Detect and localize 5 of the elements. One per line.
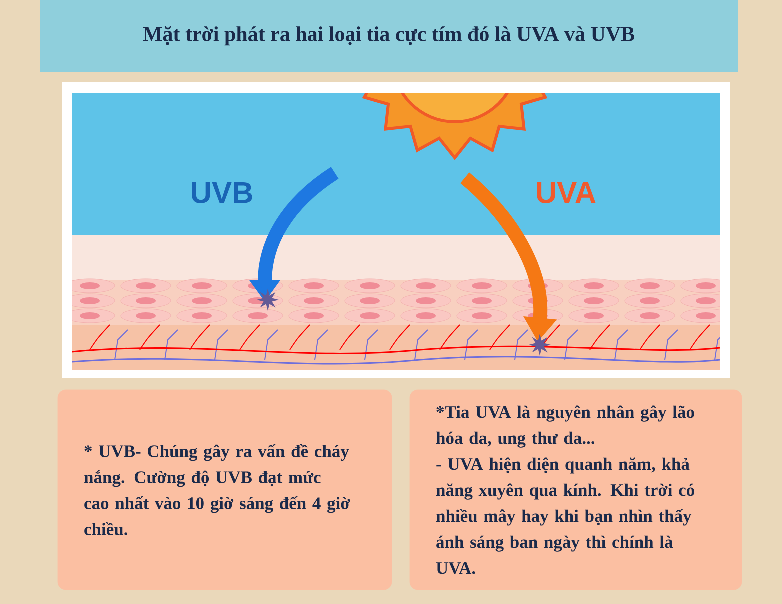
text-box: * UVB- Chúng gây ra vấn đề cháy nắng. Cường độ UVB đạt mức cao nhất vào 10 giờ sáng đến 4 giờ chiều. bbox=[58, 390, 392, 590]
title-banner: Mặt trời phát ra hai loại tia cực tím đó là UVA và UVB bbox=[40, 0, 738, 72]
ray-label: UVB bbox=[192, 182, 252, 204]
text-box: *Tia UVA là nguyên nhân gây lão hóa da, ung thư da... - UVA hiện diện quanh năm, khả năng xuyên qua kính. Khi trời có nhiều mây hay khi bạn nhìn thấy ánh sáng ban ngày thì chính là UVA. bbox=[410, 390, 742, 590]
ray-label: UVA bbox=[537, 182, 596, 204]
